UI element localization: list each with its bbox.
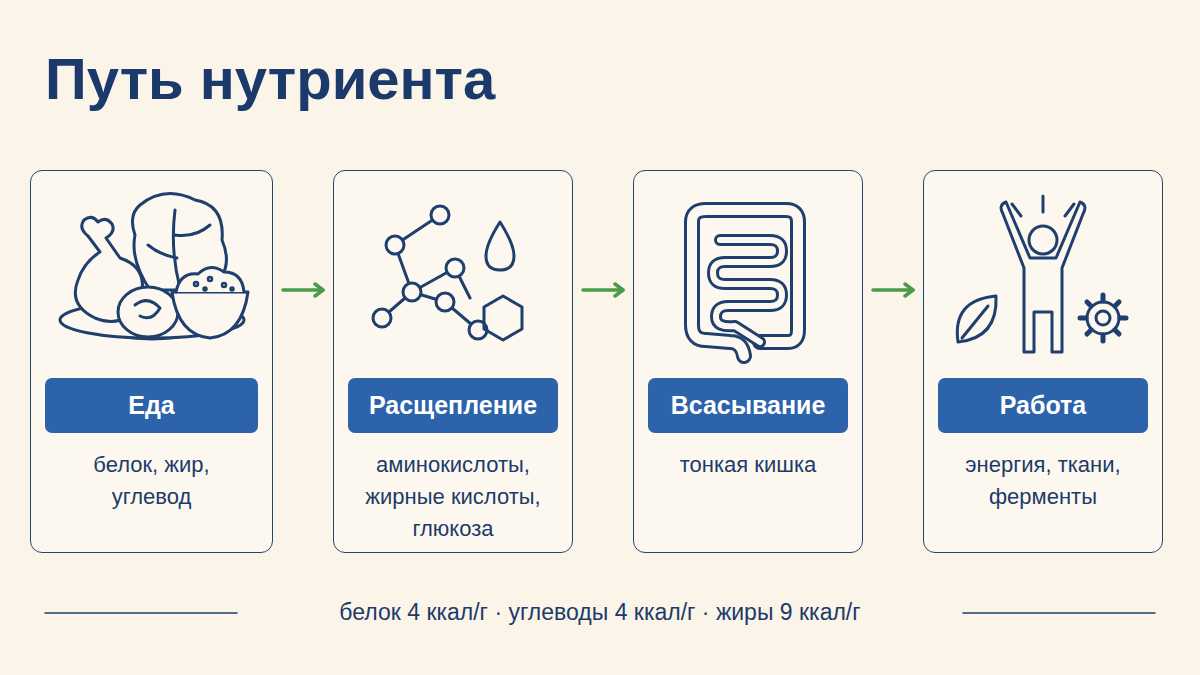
stage-box: Работа энергия, ткани, ферменты — [923, 170, 1163, 553]
cabbage-veins — [148, 210, 210, 288]
stage-heading: Еда — [45, 378, 258, 433]
small-intestine-outline — [713, 240, 782, 342]
gear-teeth — [1080, 295, 1126, 341]
stage-heading: Расщепление — [348, 378, 558, 433]
head — [1029, 226, 1057, 254]
energy-rays — [1012, 196, 1074, 216]
plate-rim — [62, 318, 242, 339]
divider-line — [963, 612, 1155, 614]
rice — [176, 267, 244, 292]
stage-description: белок, жир, углевод — [76, 449, 227, 513]
active-person-icon — [957, 196, 1126, 352]
flow-arrow — [283, 288, 323, 292]
cabbage — [132, 194, 226, 290]
rice-grains — [194, 277, 234, 291]
hexagon — [484, 296, 522, 340]
body — [1001, 202, 1085, 352]
small-intestine-fill — [713, 240, 782, 342]
bonds — [382, 215, 478, 330]
divider-line — [45, 612, 237, 614]
gear-hub — [1096, 311, 1110, 325]
stage-box: Расщепление аминокислоты, жирные кислоты,… — [333, 170, 573, 553]
intestine-icon — [692, 210, 798, 356]
stage-description: аминокислоты, жирные кислоты, глюкоза — [352, 449, 554, 545]
stage-heading: Работа — [938, 378, 1148, 433]
steak — [118, 287, 178, 337]
molecule-icon — [373, 206, 522, 340]
diagram-title: Путь нутриента — [45, 50, 495, 108]
stage-description: энергия, ткани, ферменты — [942, 449, 1144, 513]
stage-heading: Всасывание — [648, 378, 848, 433]
drumstick — [75, 217, 142, 321]
stage-box: Всасывание тонкая кишка — [633, 170, 863, 553]
gear-rim — [1087, 302, 1119, 334]
atoms — [373, 206, 487, 339]
large-intestine-outline — [692, 210, 798, 356]
energy-note: белок 4 ккал/г · углеводы 4 ккал/г · жир… — [245, 599, 955, 627]
plate — [60, 302, 244, 338]
food-icon — [60, 194, 248, 339]
large-intestine-fill — [692, 210, 798, 356]
droplet — [486, 222, 514, 270]
bowl — [172, 292, 248, 338]
flow-arrow — [873, 288, 913, 292]
steak-marbling — [135, 301, 160, 318]
gear — [1080, 295, 1126, 341]
flow-arrow — [583, 288, 623, 292]
stage-description: тонкая кишка — [652, 449, 844, 481]
leaf — [957, 296, 996, 342]
stage-box: Еда белок, жир, углевод — [30, 170, 273, 553]
